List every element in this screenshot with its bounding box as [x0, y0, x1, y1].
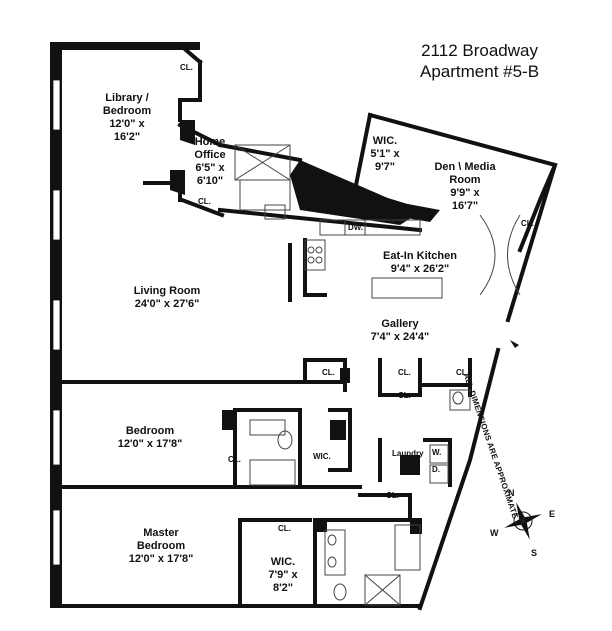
- room-den-wic: WIC. 5'1" x 9'7": [370, 135, 400, 173]
- closet-label: CL.: [398, 368, 411, 377]
- room-den: Den \ Media Room 9'9" x 16'7": [434, 161, 496, 212]
- fixtures: [234, 144, 521, 606]
- laundry-label: Laundry: [392, 449, 424, 458]
- apartment-number: Apartment #5-B: [420, 62, 540, 81]
- closet-label: CL.: [278, 524, 291, 533]
- plan-header: 2112 Broadway Apartment #5-B: [420, 40, 539, 82]
- room-master-bedroom: Master Bedroom 12'0" x 17'8": [128, 527, 194, 565]
- building-address: 2112 Broadway: [421, 41, 538, 60]
- closet-label: CL.: [386, 491, 399, 500]
- closet-label: CL.: [456, 368, 469, 377]
- compass-rose-icon: [504, 502, 542, 540]
- closet-label: CL.: [228, 455, 241, 464]
- room-library: Library / Bedroom 12'0" x 16'2": [102, 92, 152, 143]
- room-master-wic: WIC. 7'9" x 8'2": [268, 556, 298, 594]
- compass-north-label: N: [508, 488, 515, 498]
- entry-arrow-icon: [510, 340, 519, 348]
- dryer-label: D.: [432, 465, 440, 474]
- compass-west-label: W: [490, 528, 499, 538]
- windows: [52, 79, 61, 566]
- dishwasher-label: DW.: [348, 223, 364, 232]
- room-living: Living Room 24'0" x 27'6": [133, 285, 201, 310]
- room-home-office: Home Office 6'5" x 6'10": [194, 136, 226, 187]
- bedroom-wic-label: WIC.: [313, 452, 331, 461]
- closet-label: CL.: [398, 391, 411, 400]
- closet-label: CL.: [180, 63, 193, 72]
- wall-masses: [170, 120, 440, 534]
- room-kitchen: Eat-In Kitchen 9'4" x 26'2": [383, 250, 457, 275]
- washer-label: W.: [432, 448, 442, 457]
- closet-label: CL.: [322, 368, 335, 377]
- room-bedroom: Bedroom 12'0" x 17'8": [117, 425, 183, 450]
- compass-south-label: S: [531, 548, 538, 558]
- room-gallery: Gallery 7'4" x 24'4": [370, 318, 430, 343]
- closet-label: CL.: [521, 219, 534, 228]
- compass-east-label: E: [549, 509, 556, 519]
- closet-label: CL.: [198, 197, 211, 206]
